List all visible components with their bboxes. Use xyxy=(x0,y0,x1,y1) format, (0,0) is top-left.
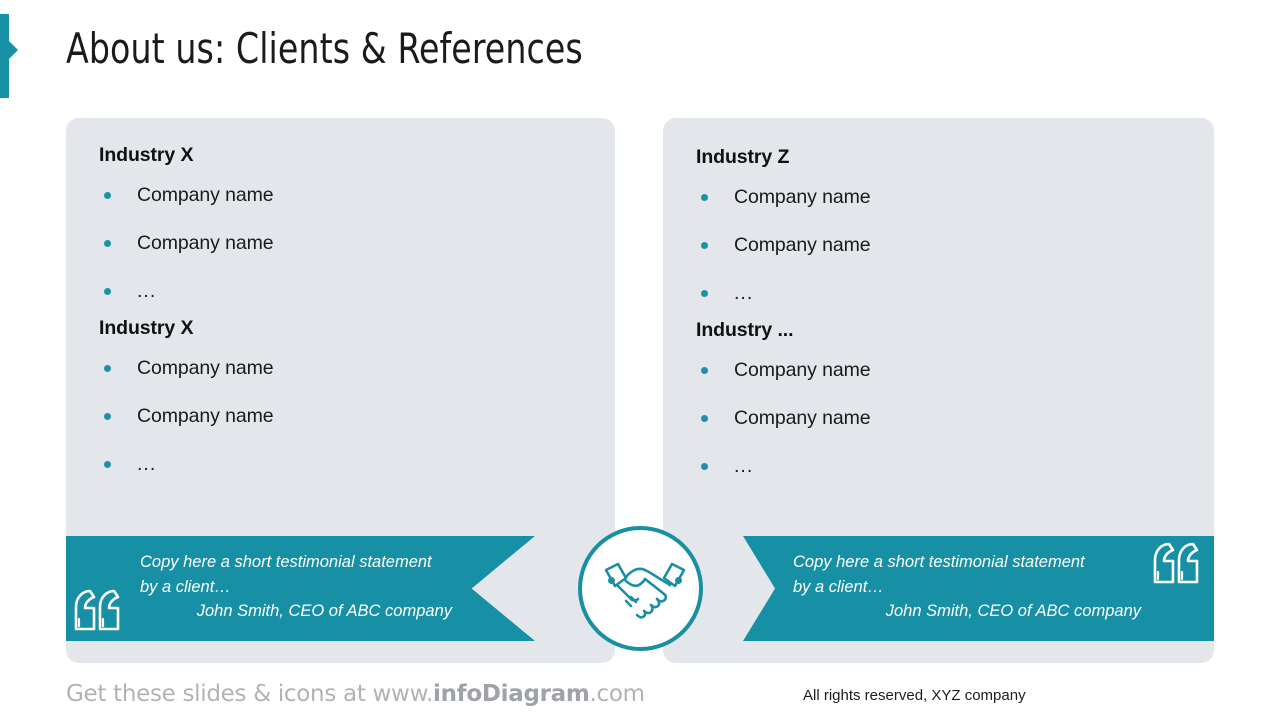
company-name: ... xyxy=(137,452,157,475)
testimonial-author: John Smith, CEO of ABC company xyxy=(196,602,452,620)
footer-promo: Get these slides & icons at www.infoDiag… xyxy=(66,681,645,707)
bullet-dot-icon xyxy=(701,193,708,201)
bullet-dot-icon xyxy=(104,412,111,420)
footer-promo-prefix: Get these slides & icons at www. xyxy=(66,681,433,707)
testimonial-quote-line2: by a client… xyxy=(793,578,884,596)
bullet-dot-icon xyxy=(104,364,111,372)
company-name: Company name xyxy=(734,406,871,429)
handshake-icon xyxy=(604,562,686,619)
footer-brand: infoDiagram xyxy=(432,681,590,707)
testimonial-author: John Smith, CEO of ABC company xyxy=(885,602,1141,620)
company-name: Company name xyxy=(137,183,274,206)
industry-heading: Industry X xyxy=(99,144,194,166)
list-item[interactable]: ... xyxy=(696,269,1214,317)
industry-heading: Industry X xyxy=(99,317,194,339)
industry-group: Industry X Company name Company name ... xyxy=(99,144,615,315)
page-title: About us: Clients & References xyxy=(66,24,583,73)
bullet-dot-icon xyxy=(701,289,708,297)
company-name: Company name xyxy=(137,404,274,427)
handshake-medallion xyxy=(578,526,703,651)
list-item[interactable]: ... xyxy=(99,267,615,315)
industry-heading: Industry ... xyxy=(696,319,794,341)
list-item[interactable]: Company name xyxy=(99,219,615,267)
bullet-dot-icon xyxy=(104,287,111,295)
bullet-dot-icon xyxy=(104,460,111,468)
accent-arrow-icon xyxy=(9,41,18,59)
company-name: Company name xyxy=(734,358,871,381)
company-name: ... xyxy=(734,454,754,477)
list-item[interactable]: Company name xyxy=(99,171,615,219)
industry-heading: Industry Z xyxy=(696,146,790,168)
testimonial-ribbon-right: Copy here a short testimonial statement … xyxy=(743,536,1214,641)
company-name: Company name xyxy=(137,356,274,379)
bullet-dot-icon xyxy=(701,366,708,374)
list-item[interactable]: Company name xyxy=(696,346,1214,394)
footer-promo-suffix: .com xyxy=(589,681,646,707)
list-item[interactable]: ... xyxy=(696,442,1214,490)
company-name: Company name xyxy=(137,231,274,254)
testimonial-ribbon-left: Copy here a short testimonial statement … xyxy=(66,536,535,641)
company-name: Company name xyxy=(734,185,871,208)
list-item[interactable]: Company name xyxy=(696,173,1214,221)
company-name: Company name xyxy=(734,233,871,256)
industry-group: Industry Z Company name Company name ... xyxy=(696,146,1214,317)
quote-marks-icon xyxy=(1152,542,1200,589)
list-item[interactable]: Company name xyxy=(99,344,615,392)
panel-left-content: Industry X Company name Company name ...… xyxy=(66,118,615,488)
quote-marks-icon xyxy=(73,589,121,636)
industry-group: Industry X Company name Company name ... xyxy=(99,317,615,488)
list-item[interactable]: ... xyxy=(99,440,615,488)
list-item[interactable]: Company name xyxy=(696,394,1214,442)
industry-group: Industry ... Company name Company name .… xyxy=(696,319,1214,490)
accent-bar xyxy=(0,14,9,98)
list-item[interactable]: Company name xyxy=(696,221,1214,269)
bullet-dot-icon xyxy=(104,239,111,247)
bullet-dot-icon xyxy=(701,241,708,249)
footer-copyright: All rights reserved, XYZ company xyxy=(803,687,1026,704)
panel-right-content: Industry Z Company name Company name ...… xyxy=(663,118,1214,490)
bullet-dot-icon xyxy=(104,191,111,199)
company-name: ... xyxy=(137,279,157,302)
list-item[interactable]: Company name xyxy=(99,392,615,440)
testimonial-quote-line1: Copy here a short testimonial statement xyxy=(793,553,1085,571)
bullet-dot-icon xyxy=(701,414,708,422)
company-name: ... xyxy=(734,281,754,304)
testimonial-quote-line2: by a client… xyxy=(140,578,231,596)
bullet-dot-icon xyxy=(701,462,708,470)
testimonial-quote-line1: Copy here a short testimonial statement xyxy=(140,553,432,571)
